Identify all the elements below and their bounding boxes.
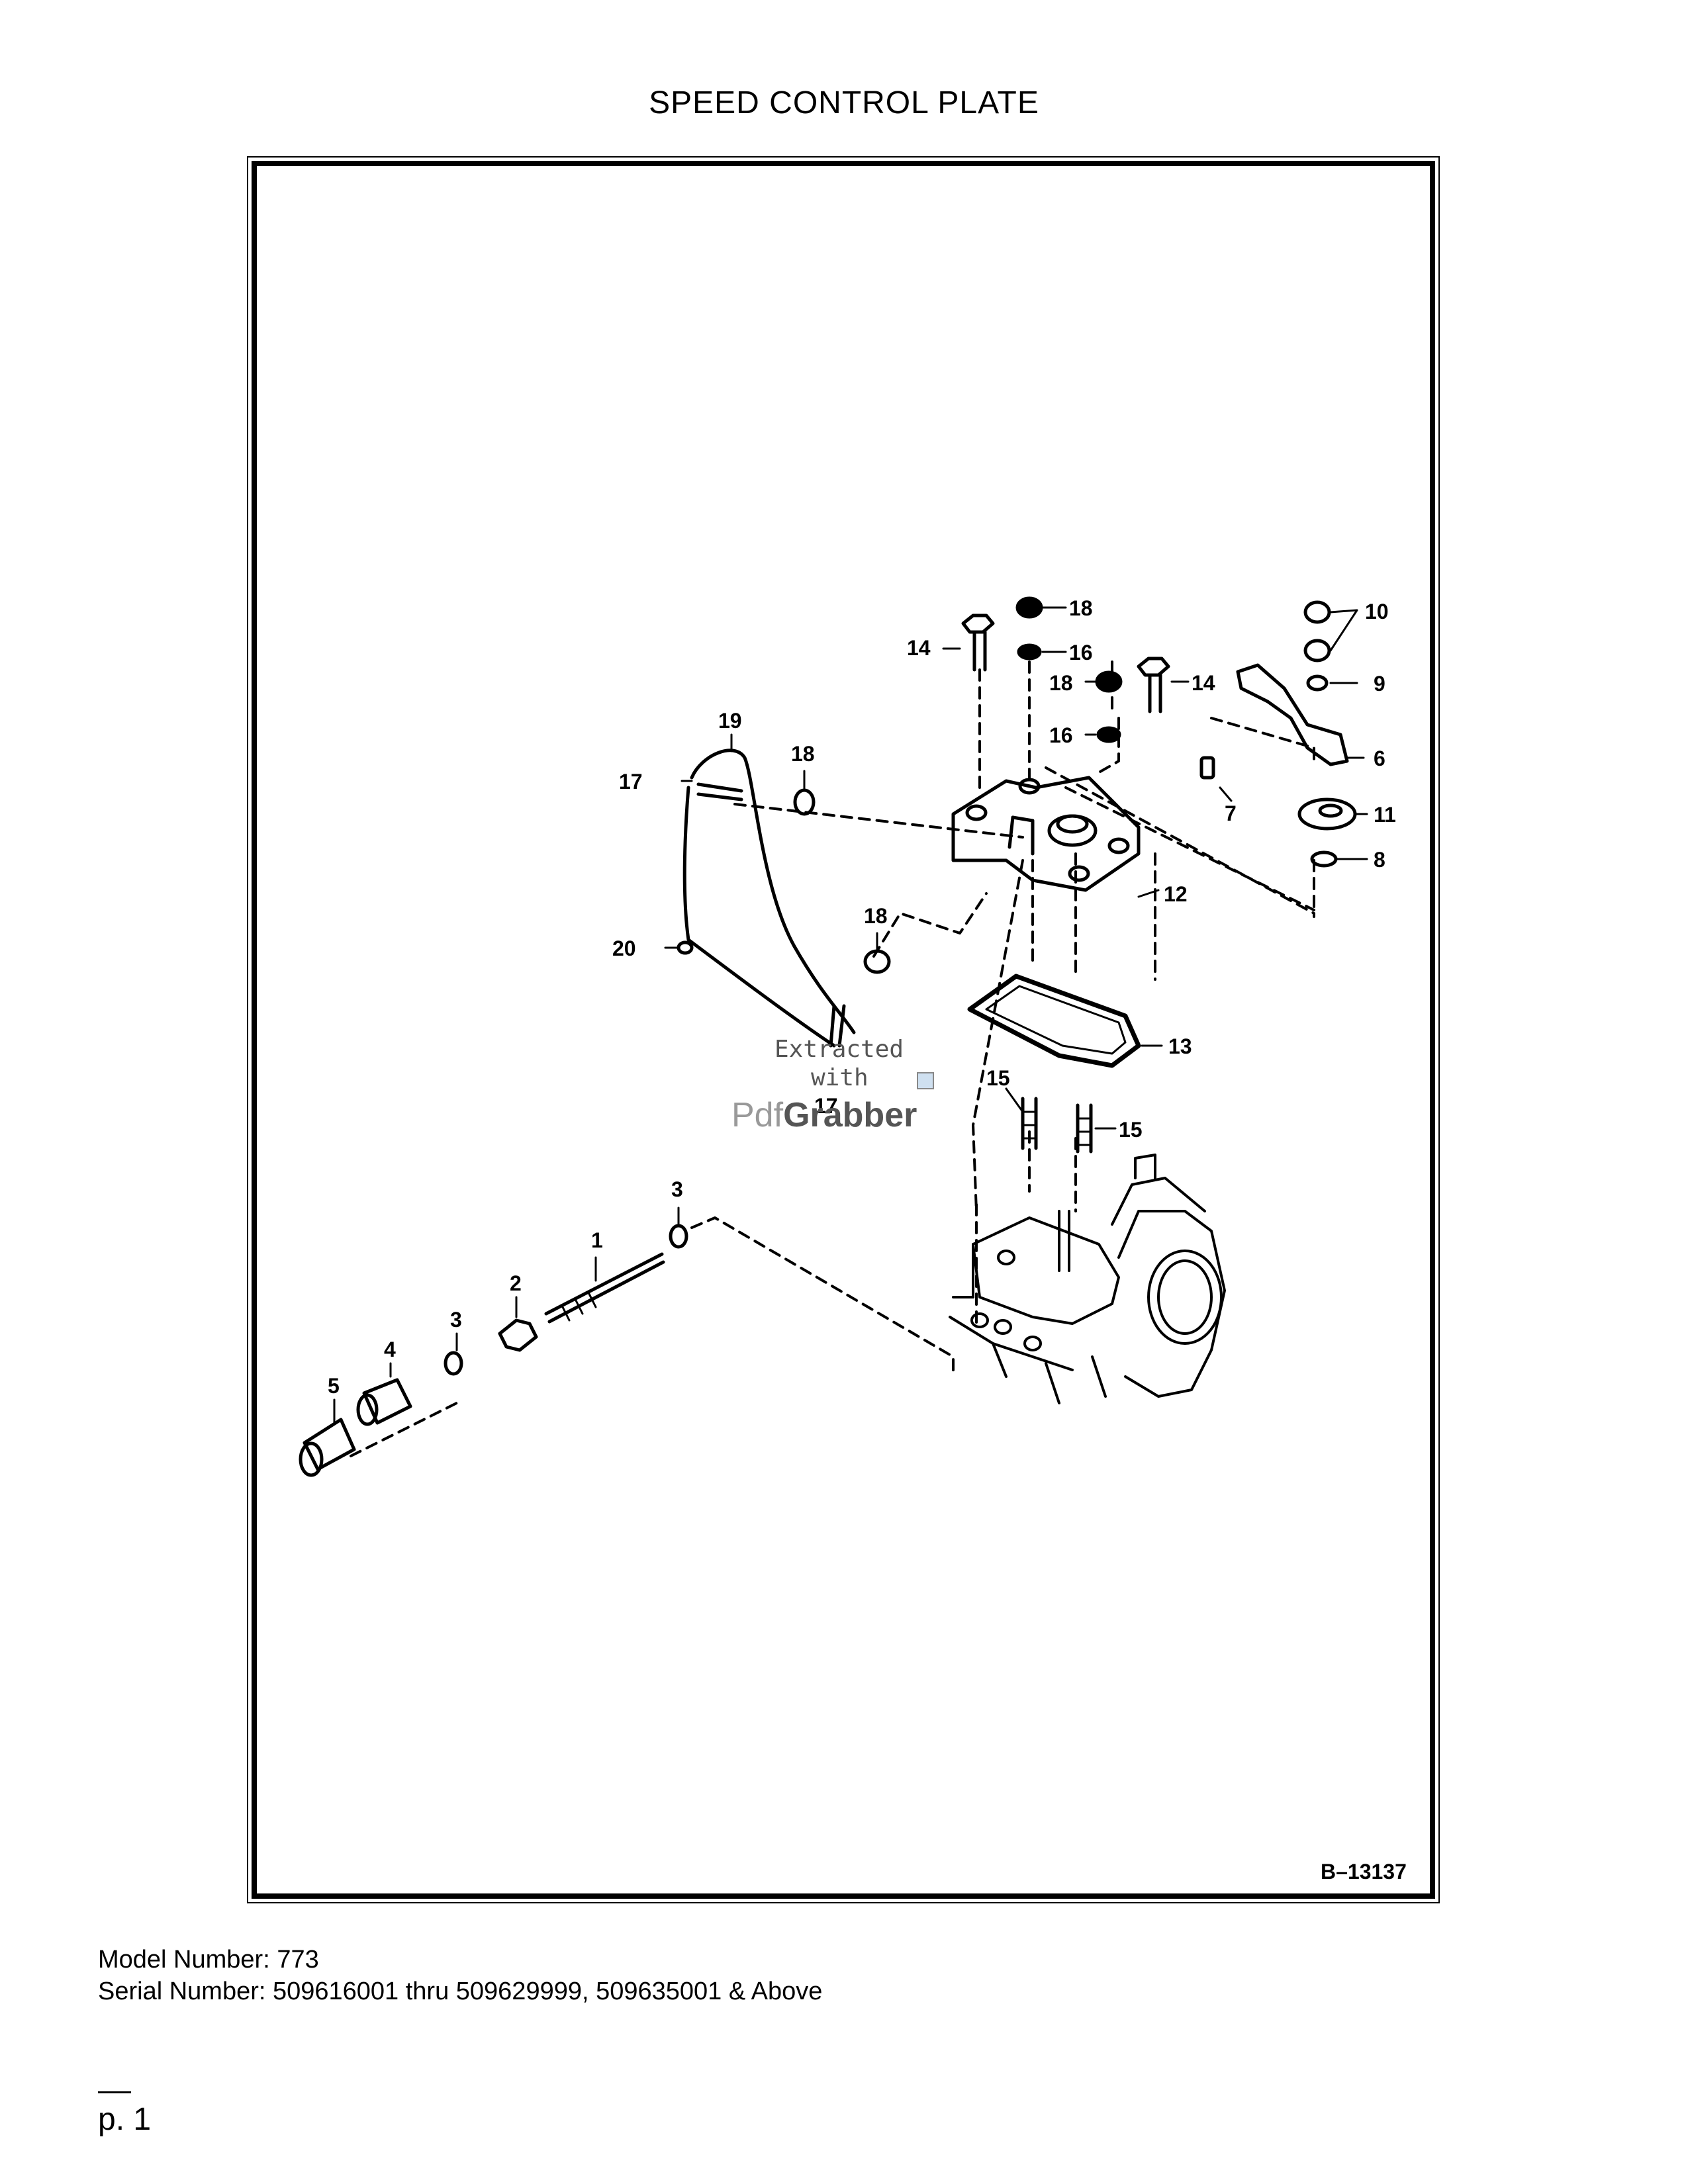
callout-1: 1 [591, 1228, 603, 1252]
callout-18-top: 18 [1069, 596, 1093, 620]
callout-13: 13 [1168, 1034, 1192, 1058]
callout-2: 2 [510, 1271, 522, 1295]
nut-10b [1303, 639, 1331, 662]
callout-14-right: 14 [1192, 671, 1215, 695]
callout-18-right: 18 [1049, 671, 1073, 695]
cap-5 [299, 1418, 356, 1477]
spacer-11 [1297, 797, 1357, 831]
gasket [967, 974, 1141, 1068]
watermark-brand: PdfGrabber [731, 1095, 917, 1135]
callout-11: 11 [1374, 803, 1396, 827]
leader-lines [333, 606, 1368, 1424]
callout-10: 10 [1365, 600, 1389, 623]
nut-10a [1303, 600, 1331, 624]
ring-8 [1310, 850, 1338, 868]
nut-18-lower [863, 949, 891, 974]
figure-frame [252, 161, 1435, 1899]
figure-frame-outer [247, 156, 1440, 1903]
callout-4: 4 [384, 1338, 396, 1361]
sleeve-4 [356, 1378, 412, 1426]
callout-14-left: 14 [907, 636, 931, 660]
callout-6: 6 [1374, 747, 1385, 770]
speed-control-plate [951, 776, 1141, 892]
arm-6 [1236, 663, 1349, 766]
watermark-brand-suffix: Grabber [783, 1096, 917, 1134]
callout-9: 9 [1374, 672, 1385, 696]
callout-7: 7 [1225, 801, 1237, 825]
watermark-brand-prefix: Pdf [731, 1096, 784, 1134]
nut-18-right [1095, 670, 1123, 693]
callout-3-left: 3 [450, 1308, 462, 1332]
washer-16-top [1017, 643, 1042, 660]
bolt-left [961, 614, 995, 672]
exploded-parts-diagram: 14 18 16 18 16 14 10 9 6 7 11 8 12 13 15… [299, 596, 1396, 1477]
callout-17-bottom: 17 [814, 1094, 838, 1118]
nut-3-left [444, 1351, 463, 1376]
spacer-11-hole [1318, 803, 1343, 818]
watermark-extracted: Extracted [774, 1036, 904, 1063]
coupling-2 [498, 1318, 538, 1352]
watermark-app-icon [917, 1072, 934, 1089]
gear-housing [949, 1154, 1226, 1404]
stud-15-right [1076, 1103, 1093, 1154]
nut-3-right [669, 1224, 688, 1249]
bolt-right [1137, 657, 1170, 713]
callout-18-lower: 18 [864, 904, 888, 928]
page-title: SPEED CONTROL PLATE [649, 85, 1039, 120]
nut-18-top [1015, 596, 1043, 619]
callout-18-link: 18 [791, 742, 815, 766]
serial-number: Serial Number: 509616001 thru 509629999,… [98, 1978, 823, 2005]
callout-19: 19 [718, 709, 742, 733]
callout-15-right: 15 [1119, 1118, 1143, 1142]
key-7 [1199, 756, 1215, 780]
washer-16-right [1096, 726, 1121, 743]
callout-12: 12 [1164, 882, 1188, 906]
callout-17-top: 17 [619, 770, 643, 794]
link-19 [677, 749, 856, 1048]
callout-15-left: 15 [986, 1066, 1010, 1090]
stud-15-left [1021, 1097, 1038, 1150]
callout-16-top: 16 [1069, 641, 1093, 664]
callout-3-right: 3 [671, 1177, 683, 1201]
callout-5: 5 [328, 1374, 340, 1398]
rod-1 [544, 1252, 665, 1324]
page-number: p. 1 [98, 2102, 152, 2137]
model-number: Model Number: 773 [98, 1946, 319, 1974]
figure-id: B–13137 [1321, 1860, 1407, 1884]
washer-9 [1306, 674, 1329, 692]
callout-8: 8 [1374, 848, 1385, 872]
page-number-rule [98, 2091, 131, 2093]
callout-20: 20 [612, 936, 636, 960]
callout-16-right: 16 [1049, 723, 1073, 747]
nut-18-link [793, 788, 816, 816]
watermark-with: with [811, 1064, 868, 1091]
